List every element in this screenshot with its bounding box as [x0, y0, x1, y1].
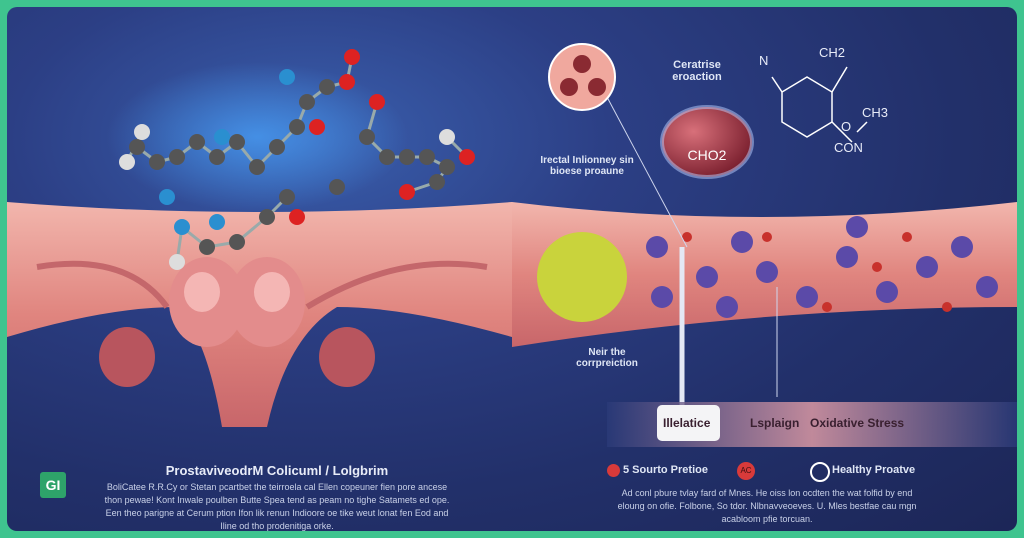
atom [279, 189, 295, 205]
red-particle [902, 232, 912, 242]
atom [174, 219, 190, 235]
atom [209, 214, 225, 230]
atom [209, 149, 225, 165]
atom [379, 149, 395, 165]
callout-reaction: Ceratrise eroaction [672, 59, 722, 83]
blood-cell [836, 246, 858, 268]
logo-text: GI [45, 477, 61, 493]
atom [279, 69, 295, 85]
illustration [7, 43, 1017, 498]
atom [289, 209, 305, 225]
atom [249, 159, 265, 175]
atom [339, 74, 355, 90]
atom [289, 119, 305, 135]
atom [229, 134, 245, 150]
atom [169, 254, 185, 270]
atom [399, 184, 415, 200]
blood-cell [731, 231, 753, 253]
blood-cell [916, 256, 938, 278]
right-paragraph: Ad conl pbure tvlay fard of Mnes. He ois… [617, 488, 917, 524]
red-particle [682, 232, 692, 242]
healthy-icon [810, 462, 830, 482]
callout-compression: Neir the corrpreiction [576, 347, 638, 369]
chem-ch3: CH3 [862, 105, 889, 120]
molecule-model [119, 49, 475, 270]
atom [199, 239, 215, 255]
legend: 5 Sourto Pretioe AC Healthy Proatve [607, 462, 937, 482]
blood-cell [846, 216, 868, 238]
red-particle [872, 262, 882, 272]
blood-vessel [512, 202, 1017, 347]
stage-1: Lsplaign [750, 416, 800, 430]
chem-n: N [759, 53, 769, 68]
chem-ch2: CH2 [819, 45, 846, 60]
logo-mark [40, 472, 66, 498]
legend-label: Healthy Proatve [832, 464, 916, 476]
blood-cell [951, 236, 973, 258]
chemical-structure [771, 66, 868, 143]
callout-inflammation: Irectal Inlionney sin bioese proaune [540, 155, 634, 177]
atom [134, 124, 150, 140]
atom [159, 189, 175, 205]
red-circle-icon [607, 464, 620, 477]
infographic-canvas: GI Ceratrise eroaction Irectal Inlionney… [7, 7, 1017, 531]
blood-cell [876, 281, 898, 303]
pelvic-tissue [7, 202, 512, 427]
atom [299, 94, 315, 110]
red-particle [762, 232, 772, 242]
chem-o: O [841, 119, 852, 134]
atom [269, 139, 285, 155]
blood-cell [696, 266, 718, 288]
title: ProstaviveodrM Colicuml / Lolgbrim [165, 463, 389, 478]
atom [459, 149, 475, 165]
atom [214, 129, 230, 145]
stage-2: Oxidative Stress [810, 416, 905, 430]
atom [229, 234, 245, 250]
legend-label: 5 Sourto Pretioe [623, 464, 708, 476]
atom [359, 129, 375, 145]
blood-cell [716, 296, 738, 318]
atom [439, 159, 455, 175]
atom [149, 154, 165, 170]
atom [319, 79, 335, 95]
atom [259, 209, 275, 225]
stage-0: Illelatice [663, 416, 711, 430]
blood-cell [646, 236, 668, 258]
blood-cell [976, 276, 998, 298]
atom [329, 179, 345, 195]
blood-cell [651, 286, 673, 308]
atom [439, 129, 455, 145]
red-particle [942, 302, 952, 312]
left-paragraph: BoliCatee R.R.Cy or Stetan pcartbet the … [104, 482, 450, 531]
ac-badge-icon: AC [737, 462, 755, 480]
blood-cell [756, 261, 778, 283]
atom [129, 139, 145, 155]
atom [429, 174, 445, 190]
atom [419, 149, 435, 165]
atom [119, 154, 135, 170]
atom [189, 134, 205, 150]
atom [309, 119, 325, 135]
atom [399, 149, 415, 165]
molecule-label: CHO2 [687, 147, 727, 163]
red-particle [822, 302, 832, 312]
atom [169, 149, 185, 165]
atom [369, 94, 385, 110]
atom [344, 49, 360, 65]
blood-cell [796, 286, 818, 308]
chem-con: CON [834, 140, 863, 155]
